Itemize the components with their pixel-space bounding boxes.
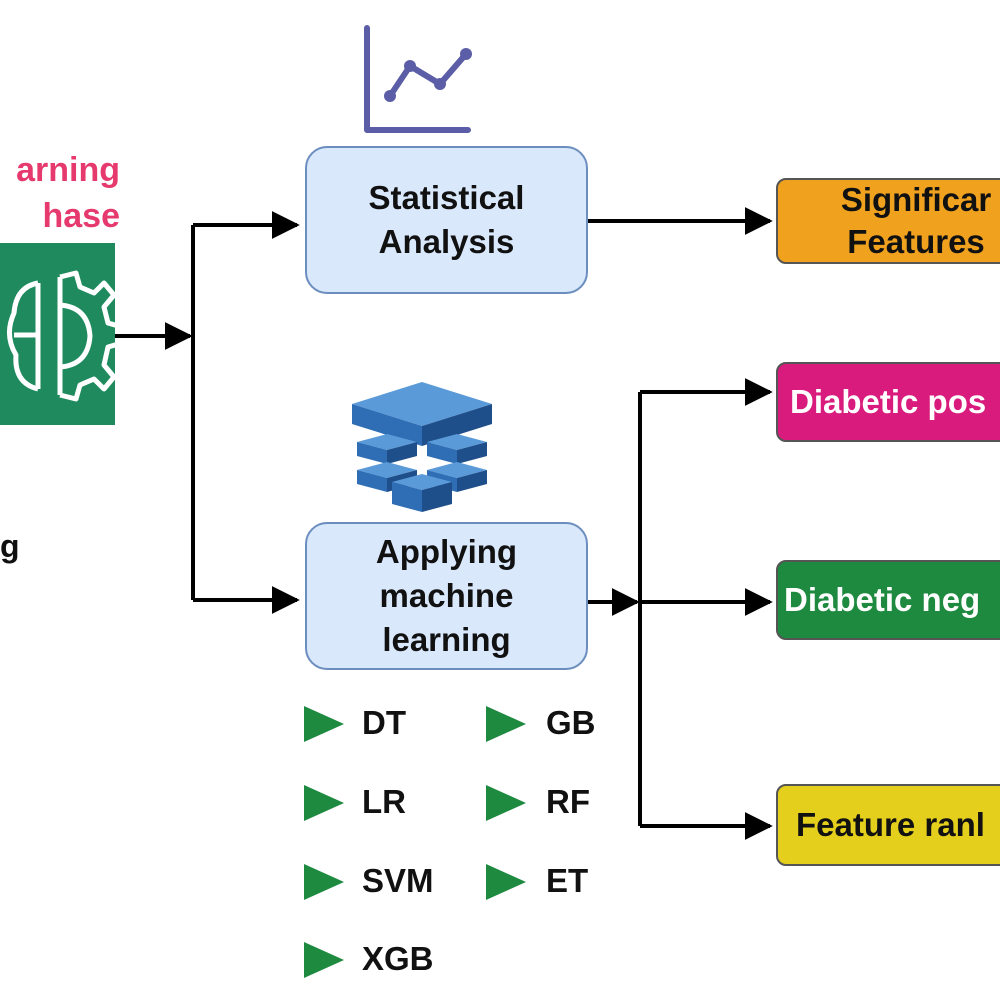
algo-et: ET	[546, 862, 589, 899]
diabetic-negative-box: Diabetic neg	[776, 560, 1000, 640]
ml-line1: Applying	[375, 533, 518, 570]
triangle-bullet-icon	[486, 706, 526, 742]
algo-lr: LR	[362, 783, 406, 820]
applying-ml-box: Applying machine learning	[305, 522, 588, 670]
triangle-bullet-icon	[486, 785, 526, 821]
algo-svm: SVM	[362, 862, 434, 899]
algo-xgb: XGB	[362, 940, 434, 977]
significant-line1: Significar	[840, 181, 992, 218]
brain-gear-icon	[0, 243, 115, 425]
algo-dt: DT	[362, 704, 406, 741]
left-partial-label: g	[0, 528, 20, 564]
line-chart-icon	[364, 25, 472, 133]
phase-title-line2: hase	[42, 197, 121, 235]
ml-line2: machine	[379, 577, 514, 614]
cube-stack-icon	[352, 382, 492, 512]
triangle-bullet-icon	[304, 706, 344, 742]
algo-rf: RF	[546, 783, 590, 820]
triangle-bullet-icon	[304, 785, 344, 821]
statistical-line1: Statistical	[368, 179, 525, 216]
feature-ranking-box: Feature ranl	[776, 784, 1000, 866]
statistical-analysis-box: Statistical Analysis	[305, 146, 588, 294]
statistical-line2: Analysis	[378, 223, 515, 260]
algo-gb: GB	[546, 704, 596, 741]
significant-features-box: Significar Features	[776, 178, 1000, 264]
diabetic-positive-label: Diabetic pos	[790, 383, 987, 420]
phase-title-line1: arning	[16, 151, 120, 189]
diabetic-negative-label: Diabetic neg	[784, 581, 981, 618]
feature-ranking-label: Feature ranl	[796, 806, 985, 843]
triangle-bullet-icon	[304, 864, 344, 900]
significant-line2: Features	[847, 223, 985, 260]
triangle-bullet-icon	[486, 864, 526, 900]
triangle-bullet-icon	[304, 942, 344, 978]
diabetic-positive-box: Diabetic pos	[776, 362, 1000, 442]
ml-line3: learning	[382, 621, 511, 658]
